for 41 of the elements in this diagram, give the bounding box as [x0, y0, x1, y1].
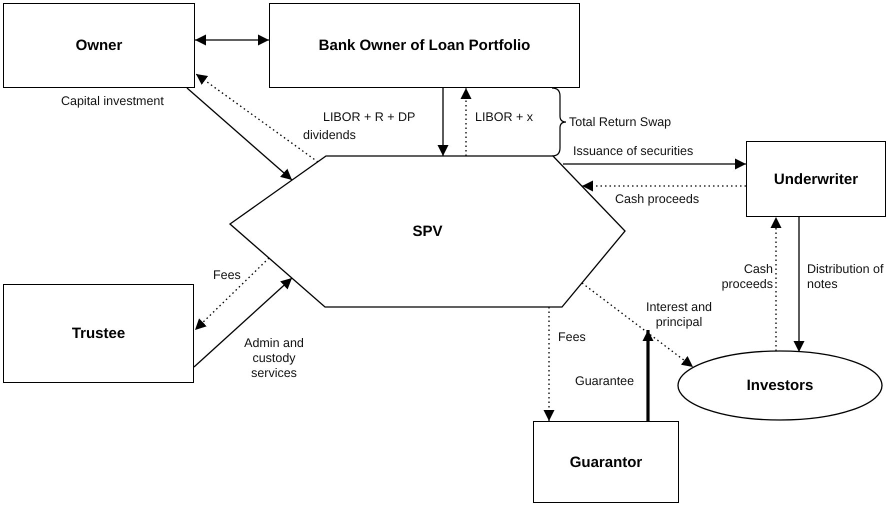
ellipse-node	[678, 351, 882, 420]
arrow	[186, 88, 292, 180]
node-label: Investors	[746, 377, 814, 394]
arrow	[196, 73, 318, 163]
process-box	[533, 421, 679, 503]
arrow	[582, 282, 694, 368]
arrow	[460, 88, 472, 156]
edge-label: Admin and custody services	[243, 336, 305, 381]
arrow	[194, 278, 292, 368]
arrow	[794, 217, 804, 352]
edge-label: dividends	[302, 128, 357, 143]
arrow	[438, 88, 448, 156]
bracket-label: Total Return Swap	[568, 115, 672, 130]
arrow	[563, 158, 746, 170]
edge-label: Cash proceeds	[720, 262, 774, 292]
process-box	[3, 3, 195, 88]
edge-label: Distribution of notes	[806, 262, 884, 292]
arrow	[194, 258, 270, 330]
node-label: Owner	[76, 37, 122, 54]
node-label: Underwriter	[774, 170, 858, 188]
edge-label: Fees	[557, 330, 587, 345]
arrow	[544, 307, 554, 421]
node-label: Trustee	[72, 325, 126, 342]
node-label: Bank Owner of Loan Portfolio	[318, 37, 530, 54]
node-label: SPV	[412, 223, 442, 240]
arrow	[642, 330, 654, 421]
arrow	[770, 217, 782, 351]
arrow	[195, 34, 269, 46]
edge-label: LIBOR + x	[474, 110, 534, 125]
process-box	[3, 284, 194, 383]
edge-label: LIBOR + R + DP	[322, 110, 416, 125]
edge-label: Cash proceeds	[614, 192, 700, 207]
edge-label: Guarantee	[574, 374, 636, 389]
node-label: Guarantor	[570, 454, 642, 470]
arrow	[582, 180, 746, 192]
edge-label: Capital investment	[60, 94, 165, 109]
process-box	[746, 141, 886, 217]
process-box	[269, 3, 580, 88]
edge-label: Issuance of securities	[572, 144, 694, 159]
edge-label: Fees	[212, 268, 242, 283]
edge-label: Interest and principal	[644, 300, 713, 330]
